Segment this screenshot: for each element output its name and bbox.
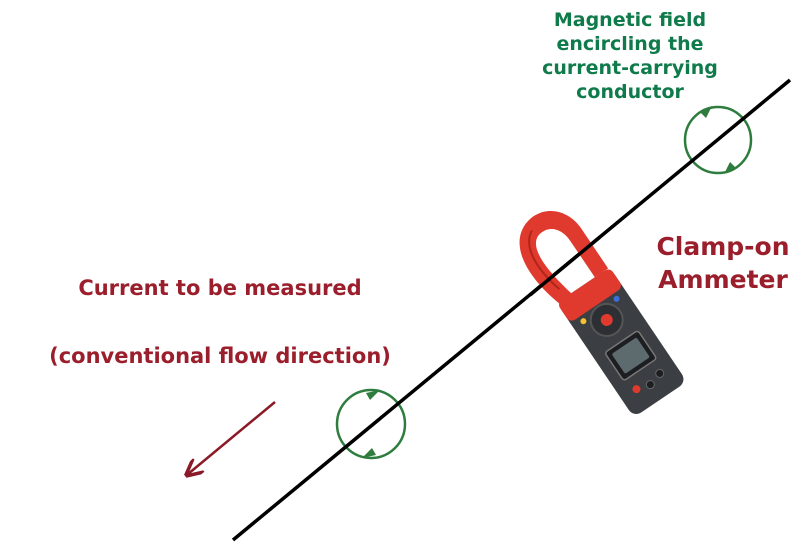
magnetic-field-label-line: encircling the bbox=[556, 33, 704, 55]
ammeter-label: Clamp-on Ammeter bbox=[648, 230, 798, 296]
magnetic-field-label-line: current-carrying bbox=[542, 57, 718, 79]
magnetic-field-label-line: conductor bbox=[576, 81, 684, 103]
conductor-wire-front bbox=[528, 235, 602, 297]
magnetic-field-label: Magnetic field encircling the current-ca… bbox=[520, 8, 740, 104]
magnetic-field-label-line: Magnetic field bbox=[553, 9, 707, 31]
field-circle-icon bbox=[335, 388, 407, 460]
flow-direction-label: (conventional flow direction) bbox=[49, 344, 391, 368]
ammeter-label-line: Clamp-on bbox=[656, 232, 790, 261]
current-label: Current to be measured bbox=[78, 276, 362, 300]
current-direction-arrow-icon bbox=[188, 401, 276, 474]
ammeter-label-line: Ammeter bbox=[658, 265, 788, 294]
field-circle-icon bbox=[683, 105, 753, 175]
clamp-meter-icon bbox=[519, 211, 684, 414]
conductor-wire bbox=[231, 78, 792, 542]
